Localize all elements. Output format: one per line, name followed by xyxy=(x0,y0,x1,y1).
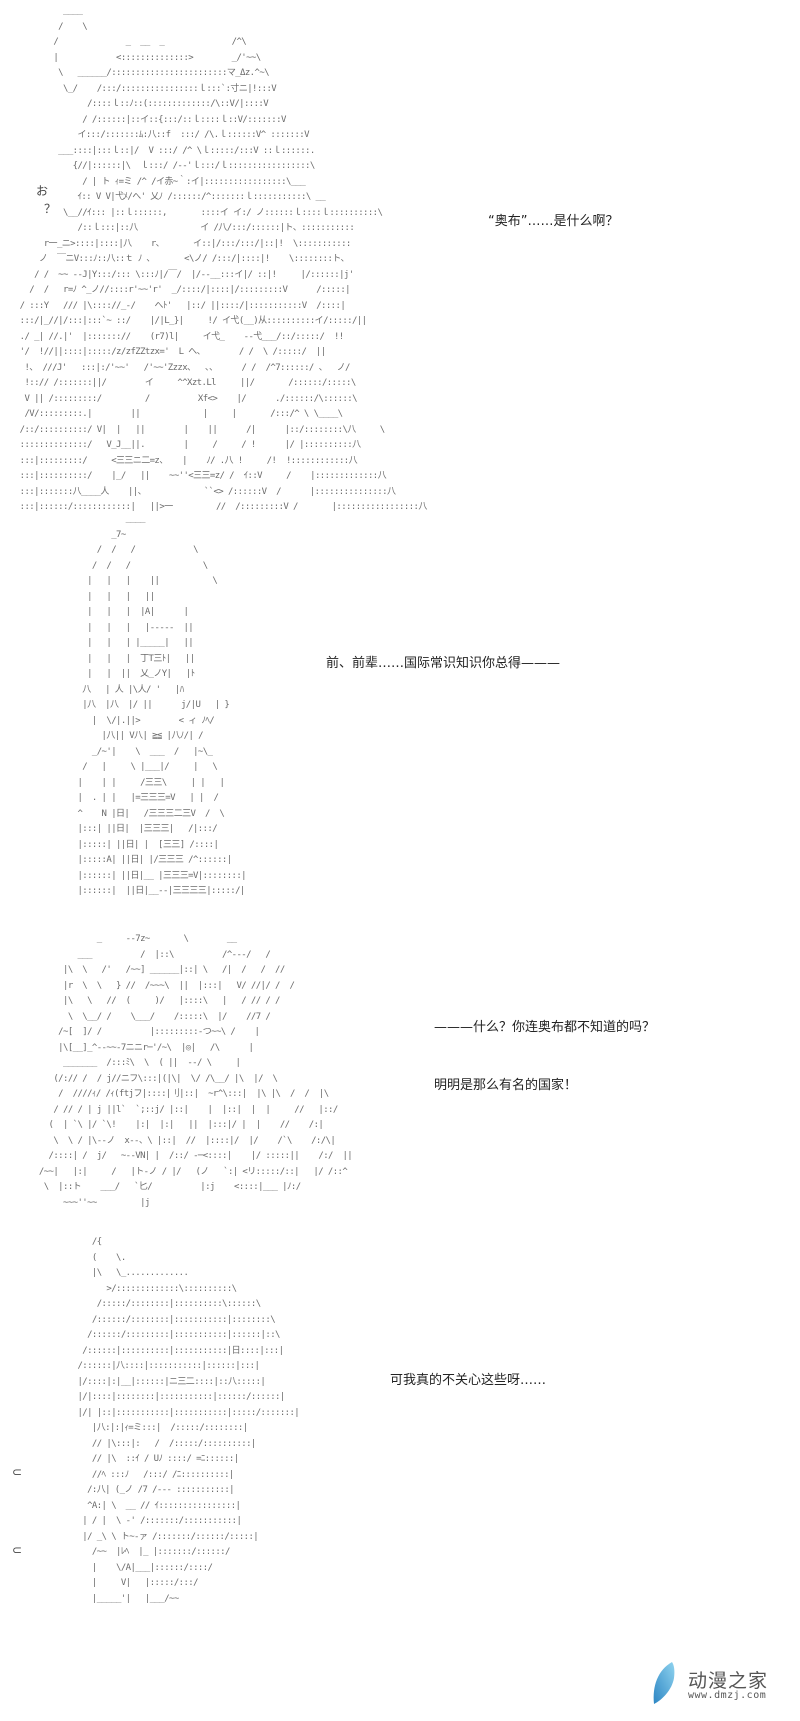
dialogue-panel-1: “奥布”……是什么啊？ xyxy=(488,214,619,229)
panel-1: ____ / \ / _ __ _ /^\ | <::::::::::::::>… xyxy=(0,0,800,512)
aside-exclaim-2: ？ xyxy=(44,202,57,216)
panel-3: _ --7z~ \ __ ___ / |::\ /^---/ / |\ \ /'… xyxy=(0,920,800,1220)
aside-exclaim-1: お xyxy=(36,184,49,198)
dialogue-panel-3-line-1: ———什么？你连奥布都不知道的吗？ xyxy=(434,1020,656,1035)
aside-mark-1: ⊂ xyxy=(12,1465,23,1479)
watermark-url: www.dmzj.com xyxy=(688,1690,767,1701)
ascii-art-panel-3: _ --7z~ \ __ ___ / |::\ /^---/ / |\ \ /'… xyxy=(38,934,353,1208)
dialogue-panel-2: 前、前辈……国际常识知识你总得——— xyxy=(326,656,561,671)
wing-logo-icon xyxy=(653,1662,675,1704)
ascii-art-panel-4: /{ ( \. |\ \_............. >/:::::::::::… xyxy=(77,1237,300,1604)
dialogue-panel-4: 可我真的不关心这些呀…… xyxy=(390,1373,547,1388)
watermark-title: 动漫之家 xyxy=(688,1670,769,1692)
dmzj-watermark: 动漫之家 www.dmzj.com xyxy=(650,1660,800,1710)
panel-2: ____ _7~ / / / \ / / / \ | | | || \ | | … xyxy=(0,500,800,900)
dialogue-panel-3-line-2: 明明是那么有名的国家！ xyxy=(434,1078,578,1093)
ascii-art-panel-1: ____ / \ / _ __ _ /^\ | <::::::::::::::>… xyxy=(19,6,428,512)
ascii-art-panel-2: ____ _7~ / / / \ / / / \ | | | || \ | | … xyxy=(77,514,246,896)
panel-4: /{ ( \. |\ \_............. >/:::::::::::… xyxy=(0,1225,800,1721)
aside-mark-2: ⊂ xyxy=(12,1543,23,1557)
